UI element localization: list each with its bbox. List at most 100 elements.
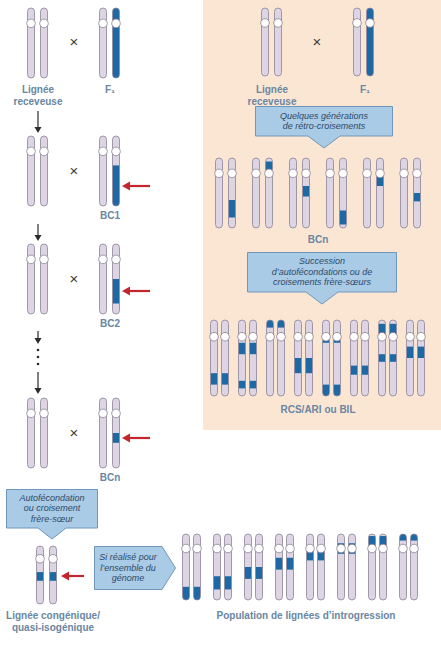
centromere xyxy=(255,544,264,553)
chromosome xyxy=(322,320,331,396)
chromosome-outline xyxy=(41,398,48,468)
marker-arrow xyxy=(128,437,150,439)
donor-segment xyxy=(250,381,257,389)
continuation-dot xyxy=(37,363,40,366)
chromosome-body xyxy=(250,320,257,396)
chromosome-body xyxy=(354,8,361,76)
arrow-shaft xyxy=(37,224,38,236)
marker-arrow xyxy=(128,185,150,187)
chromosome xyxy=(363,158,372,228)
chromosome xyxy=(40,398,49,468)
centromere xyxy=(333,332,342,341)
donor-segment xyxy=(400,534,407,541)
chromosome-outline xyxy=(37,546,44,604)
centromere xyxy=(294,332,303,341)
chromosome-outline xyxy=(340,158,347,228)
chromosome-outline xyxy=(266,158,273,228)
background-panel: Lignée receveuseF₁BCnRCS/ARI ou BILQuelq… xyxy=(203,0,441,430)
chromosome-body xyxy=(100,8,107,78)
chromosome-body xyxy=(262,8,269,76)
chromosome xyxy=(99,398,108,468)
chromosome-body xyxy=(351,320,358,396)
chromosome xyxy=(274,8,283,76)
centromere xyxy=(182,544,191,553)
chromosome-body xyxy=(28,136,35,206)
chromosome-body xyxy=(239,320,246,396)
chromosome-body xyxy=(113,244,120,314)
chromosome-outline xyxy=(306,320,313,396)
centromere xyxy=(215,169,224,178)
donor-segment xyxy=(295,358,302,373)
chromosome-outline xyxy=(414,158,421,228)
chromosome-body xyxy=(340,158,347,228)
chromosome xyxy=(244,534,253,600)
chromosome-body xyxy=(287,534,294,600)
chromosome-body xyxy=(222,320,229,396)
chromosome xyxy=(389,320,398,396)
chromosome-body xyxy=(290,158,297,228)
donor-segment xyxy=(194,587,201,600)
chromosome-outline xyxy=(194,534,201,600)
chromosome-body xyxy=(338,534,345,600)
chromosome-outline xyxy=(377,158,384,228)
chromosome xyxy=(266,320,275,396)
chromosome-outline xyxy=(253,158,260,228)
centromere xyxy=(366,19,375,28)
chromosome-body xyxy=(377,158,384,228)
chromosome-body xyxy=(400,534,407,600)
stage-label: Lignée receveuse xyxy=(9,84,67,107)
chromosome-body xyxy=(266,158,273,228)
chromosome xyxy=(215,158,224,228)
chromosome xyxy=(255,534,264,600)
chromosome-outline xyxy=(100,136,107,206)
chromosome xyxy=(333,320,342,396)
chromosome xyxy=(112,136,121,206)
donor-segment xyxy=(362,366,369,375)
chromosome xyxy=(379,534,388,600)
chromosome-outline xyxy=(113,8,120,78)
chromosome-body xyxy=(214,534,221,600)
arrow-box-text: Autofécondation ou croisement frère-sœur xyxy=(15,493,89,524)
centromere xyxy=(305,332,314,341)
centromere xyxy=(40,255,49,264)
arrow-box-text: Quelques générations de rétro-croisement… xyxy=(276,111,372,132)
donor-segment xyxy=(306,358,313,373)
chromosome-body xyxy=(253,158,260,228)
donor-segment xyxy=(411,534,418,541)
centromere xyxy=(49,554,58,563)
chromosome xyxy=(221,320,230,396)
arrow-head xyxy=(35,338,42,344)
chromosome-body xyxy=(364,158,371,228)
centromere xyxy=(210,332,219,341)
chromosome-outline xyxy=(216,158,223,228)
chromosome xyxy=(366,8,375,76)
chromosome xyxy=(286,534,295,600)
centromere xyxy=(112,147,121,156)
centromere xyxy=(317,544,326,553)
centromere xyxy=(265,169,274,178)
chromosome xyxy=(112,8,121,78)
chromosome-body xyxy=(275,8,282,76)
donor-segment xyxy=(211,373,218,384)
centromere xyxy=(337,544,346,553)
donor-segment xyxy=(407,347,414,358)
centromere xyxy=(224,544,233,553)
continuation-dot xyxy=(37,349,40,352)
centromere xyxy=(348,544,357,553)
chromosome-body xyxy=(323,320,330,396)
donor-segment xyxy=(369,536,376,546)
chromosome-body xyxy=(306,320,313,396)
donor-segment xyxy=(351,366,358,375)
chromosome-outline xyxy=(28,398,35,468)
centromere xyxy=(27,147,36,156)
cross-symbol: × xyxy=(307,33,327,50)
centromere xyxy=(350,332,359,341)
stage-label: RCS/ARI ou BIL xyxy=(258,404,378,416)
chromosome xyxy=(40,244,49,314)
centromere xyxy=(213,544,222,553)
chromosome-outline xyxy=(367,8,374,76)
arrow-box-outline xyxy=(7,490,98,540)
marker-arrow-head xyxy=(122,434,130,443)
